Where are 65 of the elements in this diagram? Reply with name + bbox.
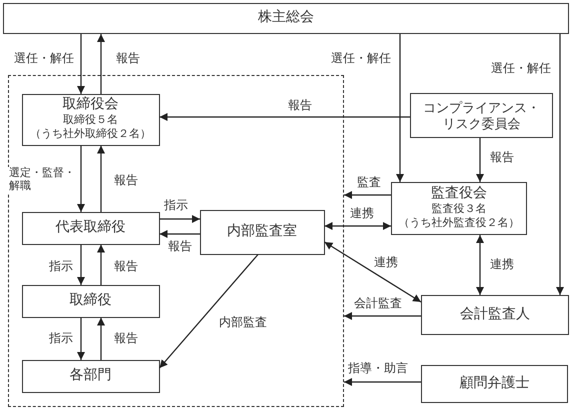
edge-label: 選任・解任 [13, 51, 75, 66]
arrow [344, 312, 421, 320]
arrow [77, 34, 85, 94]
arrow [97, 244, 105, 285]
arrow [556, 34, 564, 295]
edge-label: 指導・助言 [347, 361, 409, 376]
arrow [324, 222, 391, 230]
edge-label: 報告 [113, 173, 139, 188]
edge-label: 内部監査 [218, 315, 268, 330]
edge-label: 報告 [113, 259, 139, 274]
arrow [476, 138, 484, 182]
arrow [160, 215, 200, 223]
org-box [391, 182, 527, 235]
arrow [160, 230, 200, 238]
arrow [476, 235, 484, 295]
edge-label: 報告 [115, 51, 141, 66]
edge-label: 報告 [113, 331, 139, 346]
org-box [22, 284, 160, 318]
edge-label: 連携 [489, 257, 515, 272]
edge-label: 選任・解任 [330, 51, 392, 66]
node-title: 各部門 [70, 368, 112, 384]
org-box [421, 295, 569, 335]
arrow [159, 254, 258, 368]
arrow [97, 146, 105, 212]
node-title: 取締役 [70, 292, 112, 310]
arrow [344, 378, 421, 386]
node-title: 代表取締役 [56, 220, 126, 236]
arrow [97, 318, 105, 360]
node-title: 株主総会 [258, 10, 314, 27]
node-title: 取締役会 [62, 97, 118, 114]
node-subtext: 取締役５名 [63, 114, 118, 128]
arrow [77, 318, 85, 360]
edge-label: 指示 [48, 259, 74, 274]
edge-label: 報告 [167, 239, 193, 254]
node-subtext: （うち社外取締役２名） [30, 128, 151, 142]
arrow [97, 34, 105, 94]
node-title: 監査役会 [431, 186, 487, 203]
edge-label: 報告 [489, 150, 515, 164]
edge-label: 会計監査 [353, 296, 403, 310]
org-box [421, 365, 568, 403]
edge-label: 報告 [287, 98, 313, 112]
arrow [396, 34, 404, 182]
arrow [160, 113, 410, 121]
arrow [77, 146, 85, 212]
org-box [3, 3, 569, 34]
node-title: 内部監査室 [227, 224, 297, 240]
node-title: 顧問弁護士 [460, 376, 530, 392]
node-title: コンプライアンス・リスク委員会 [422, 100, 541, 132]
edge-label: 選任・解任 [490, 61, 552, 76]
node-title: 会計監査人 [460, 306, 530, 324]
org-box [22, 94, 160, 146]
org-box [200, 210, 324, 254]
node-subtext: （うち社外監査役２名） [398, 216, 520, 231]
org-box [410, 93, 553, 138]
org-box [22, 360, 160, 392]
edge-label: 指示 [48, 331, 74, 346]
arrow [344, 191, 391, 199]
edge-label: 指示 [163, 198, 189, 212]
edge-label: 連携 [373, 255, 399, 270]
edge-label: 監査 [356, 175, 382, 190]
arrow [324, 242, 422, 302]
arrow [77, 244, 85, 285]
node-subtext: 監査役３名 [432, 203, 486, 217]
org-box [22, 212, 160, 244]
edge-label: 連携 [349, 206, 375, 220]
